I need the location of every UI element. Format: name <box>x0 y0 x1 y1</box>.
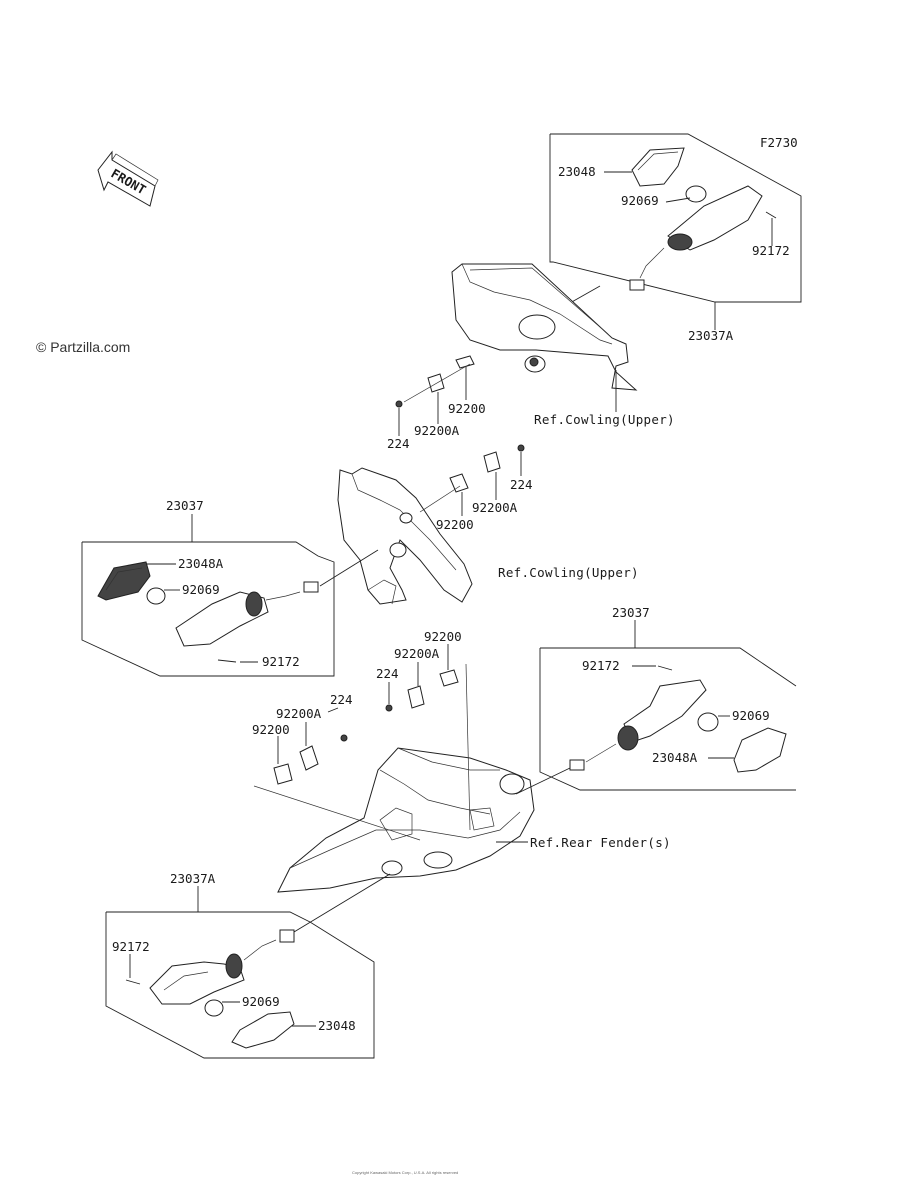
label-assembly: 23037A <box>688 328 734 343</box>
label-rr-assembly: 23037 <box>612 605 650 620</box>
label-upper-bracket: 92200 <box>448 401 486 416</box>
bracket-92200-icon <box>455 355 475 369</box>
ref-rear-fender: Ref.Rear Fender(s) <box>530 835 671 850</box>
bulb-92069-fl-icon <box>146 587 166 605</box>
front-left-turn-signal-group: 23037 23048A 92069 92172 <box>81 498 379 677</box>
label-fl-assembly: 23037 <box>166 498 204 513</box>
nut-224-rl-icon <box>340 734 348 742</box>
lens-23048A-fl-icon <box>97 561 151 601</box>
nutplate-92200A-rr-icon <box>407 685 425 709</box>
signal-housing-fl-icon <box>175 591 269 647</box>
ref-cowling-upper-2: Ref.Cowling(Upper) <box>498 565 639 580</box>
bracket-92200-rl-icon <box>273 763 293 785</box>
rear-fender <box>277 663 535 893</box>
label-rr-screw: 92172 <box>582 658 620 673</box>
bulb-92069-icon <box>685 185 707 203</box>
label-mid-nut: 224 <box>510 477 533 492</box>
label-rl-bulb: 92069 <box>242 994 280 1009</box>
label-rr-nut: 224 <box>376 666 399 681</box>
label-rl-bracket: 92200 <box>252 722 290 737</box>
mid-cowling-bracket <box>337 467 473 605</box>
bulb-92069-rr-icon <box>697 712 719 732</box>
bracket-92200-rr-icon <box>439 669 459 687</box>
connector-fl-icon <box>303 581 319 593</box>
nut-224-rr-icon <box>385 704 393 712</box>
label-lens: 23048 <box>558 164 596 179</box>
watermark: © Partzilla.com <box>36 339 130 355</box>
label-rr-bracket: 92200 <box>424 629 462 644</box>
bracket-92200-mid-icon <box>449 473 469 493</box>
rear-left-turn-signal-group: 23037A 92172 92069 23048 <box>105 871 391 1059</box>
label-rl-screw: 92172 <box>112 939 150 954</box>
label-rl-nutplate: 92200A <box>276 706 322 721</box>
label-upper-nutplate: 92200A <box>414 423 460 438</box>
label-fl-bulb: 92069 <box>182 582 220 597</box>
label-fl-screw: 92172 <box>262 654 300 669</box>
label-fl-lens: 23048A <box>178 556 224 571</box>
label-screw: 92172 <box>752 243 790 258</box>
signal-housing-icon <box>667 185 763 251</box>
label-upper-nut: 224 <box>387 436 410 451</box>
signal-housing-rl-icon <box>149 961 245 1005</box>
nutplate-92200A-rl-icon <box>299 745 319 771</box>
front-right-turn-signal-group: 23048 92069 92172 23037A <box>539 133 802 343</box>
label-rl-nut: 224 <box>330 692 353 707</box>
rear-right-turn-signal-group: 23037 92172 92069 23048A <box>515 605 797 795</box>
connector-rl-icon <box>279 929 295 943</box>
label-mid-bracket: 92200 <box>436 517 474 532</box>
lens-23048-rl-icon <box>231 1011 295 1049</box>
label-rr-bulb: 92069 <box>732 708 770 723</box>
connector-icon <box>629 279 645 291</box>
front-arrow-icon: FRONT <box>97 150 159 207</box>
ref-cowling-upper-1: Ref.Cowling(Upper) <box>534 412 675 427</box>
lens-23048-icon <box>631 147 685 187</box>
upper-cowling-bracket <box>451 263 638 391</box>
rear-left-hardware: 224 92200A 92200 <box>252 692 421 841</box>
nut-224-icon <box>395 400 403 408</box>
footer-text: Copyright Kawasaki Motors Corp., U.S.A. … <box>352 1170 458 1175</box>
connector-rr-icon <box>569 759 585 771</box>
label-rr-nutplate: 92200A <box>394 646 440 661</box>
lens-23048A-rr-icon <box>733 727 787 773</box>
mid-hardware: 92200 92200A 224 <box>419 444 533 532</box>
rear-right-hardware: 92200 92200A 224 <box>376 629 462 712</box>
label-rl-lens: 23048 <box>318 1018 356 1033</box>
label-mid-nutplate: 92200A <box>472 500 518 515</box>
label-rl-assembly: 23037A <box>170 871 216 886</box>
nut-224-mid-icon <box>517 444 525 452</box>
nutplate-92200A-icon <box>427 373 445 393</box>
figure-id: F2730 <box>760 135 798 150</box>
label-rr-lens: 23048A <box>652 750 698 765</box>
bulb-92069-rl-icon <box>204 999 224 1017</box>
nutplate-92200A-mid-icon <box>483 451 501 473</box>
upper-hardware: 92200 92200A 224 <box>387 355 486 451</box>
label-bulb: 92069 <box>621 193 659 208</box>
